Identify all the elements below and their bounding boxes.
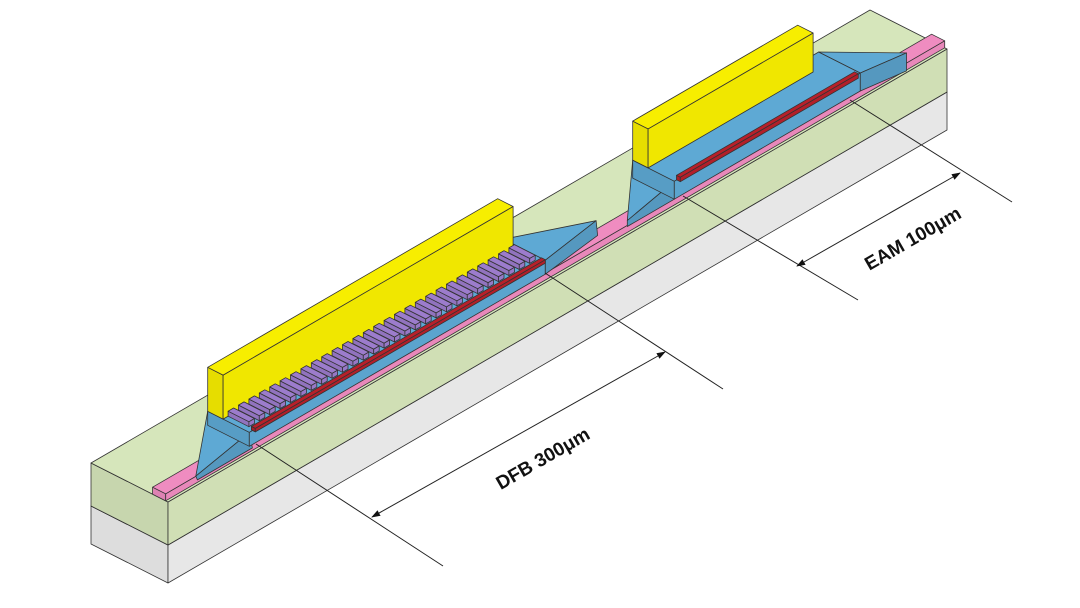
device-geometry [90, 9, 948, 584]
dfb-grating-bar-top-face [258, 389, 287, 405]
eam-electrode-top-face [632, 24, 814, 130]
eam-extension-line-right [849, 99, 1013, 203]
dfb-length-label: DFB 300μm [493, 424, 594, 494]
dfb-grating-bar-top-face [414, 298, 443, 314]
dfb-grating-bar-top-face [321, 353, 349, 368]
dfb-grating-bar-top-face [279, 377, 307, 392]
dfb-grating-bar-top-face [404, 304, 432, 320]
dfb-dimension-arrow [371, 351, 666, 518]
dfb-grating-bar-top-face [248, 395, 276, 411]
dfb-active-layer-top-face [250, 257, 546, 429]
dfb-extension-line-left [255, 443, 444, 567]
dfb-grating-bar-top-face [425, 292, 453, 308]
dfb-grating-bar-top-face [310, 359, 339, 374]
dfb-grating-bar-top-face [446, 280, 474, 296]
dfb-electrode-top-face [207, 198, 514, 376]
dfb-grating-bar-top-face [238, 401, 266, 417]
eam-extension-line-left [682, 195, 859, 301]
dfb-grating-bar-top-face [342, 341, 370, 356]
dfb-grating-bar-top-face [456, 274, 484, 290]
dfb-grating-bar-top-face [394, 310, 422, 326]
dfb-grating-bar-top-face [300, 365, 328, 380]
dfb-grating-bar-top-face [331, 347, 359, 362]
eam-dimension-arrow [796, 172, 961, 267]
dfb-grating-bar-top-face [466, 268, 495, 284]
eam-active-layer-top-face [676, 71, 859, 178]
dfb-electrode-end-face [207, 366, 224, 420]
dfb-grating-bar-top-face [487, 256, 515, 271]
dfb-grating-bar-top-face [498, 250, 526, 265]
dfb-grating-bar-top-face [435, 286, 463, 302]
dfb-grating-bar-top-face [508, 244, 536, 259]
dfb-grating-bar-top-face [227, 407, 255, 423]
dfb-extension-line-right [544, 272, 724, 390]
dfb-grating-bar-top-face [352, 334, 380, 350]
dfb-grating-bar-top-face [290, 371, 318, 386]
dfb-grating-bar-top-face [362, 328, 391, 344]
dfb-grating-bar-top-face [269, 383, 297, 398]
dfb-grating-bar-top-face [383, 316, 411, 332]
eam-length-label: EAM 100μm [861, 203, 965, 275]
substrate-cladding-front-face [167, 48, 948, 546]
eam-right-taper-front [859, 52, 907, 92]
dfb-right-taper-front [544, 220, 598, 275]
dfb-grating-bar-top-face [373, 322, 401, 338]
dfb-grating-bar-top-face [477, 262, 505, 278]
